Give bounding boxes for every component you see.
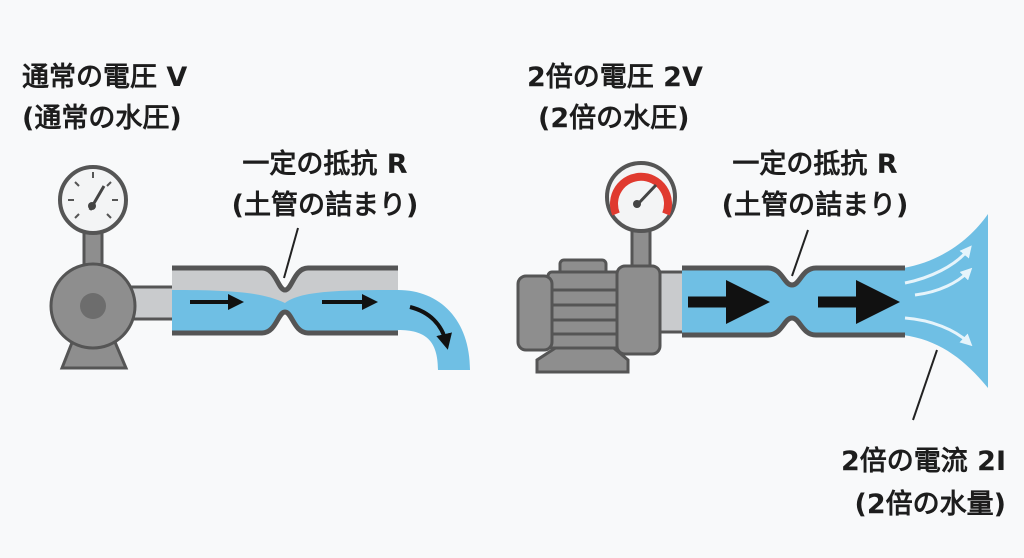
current-label: 2倍の電流 2I: [841, 445, 1006, 477]
right-pressure-label: (2倍の水圧): [538, 102, 689, 134]
left-resistance-sublabel: (土管の詰まり): [232, 189, 419, 221]
left-pipe-with-constriction: [172, 265, 470, 370]
right-resistance-label: 一定の抵抗 R: [732, 148, 897, 180]
right-resistance-leader-line: [791, 229, 809, 277]
right-motor-pump: [516, 228, 687, 374]
current-leader-line: [912, 349, 938, 421]
left-resistance-leader-line: [283, 227, 299, 279]
current-sublabel: (2倍の水量): [855, 488, 1006, 520]
right-resistance-sublabel: (土管の詰まり): [722, 189, 909, 221]
spray-arrow-icon: [914, 267, 973, 297]
spray-arrow-icon: [904, 316, 973, 347]
left-pump: [49, 228, 178, 370]
left-voltage-label: 通常の電圧 V: [22, 62, 187, 93]
left-water-outflow: [398, 290, 470, 370]
right-pressure-gauge-icon: [605, 161, 677, 233]
left-resistance-label: 一定の抵抗 R: [242, 148, 407, 180]
left-pressure-label: (通常の水圧): [22, 103, 182, 134]
flow-arrow-icon: [409, 305, 452, 350]
left-pressure-gauge-icon: [58, 165, 128, 235]
right-voltage-label: 2倍の電圧 2V: [527, 61, 703, 93]
spray-arrow-icon: [904, 245, 972, 285]
water-spray: [903, 214, 988, 388]
right-pipe-with-constriction: [682, 214, 988, 388]
